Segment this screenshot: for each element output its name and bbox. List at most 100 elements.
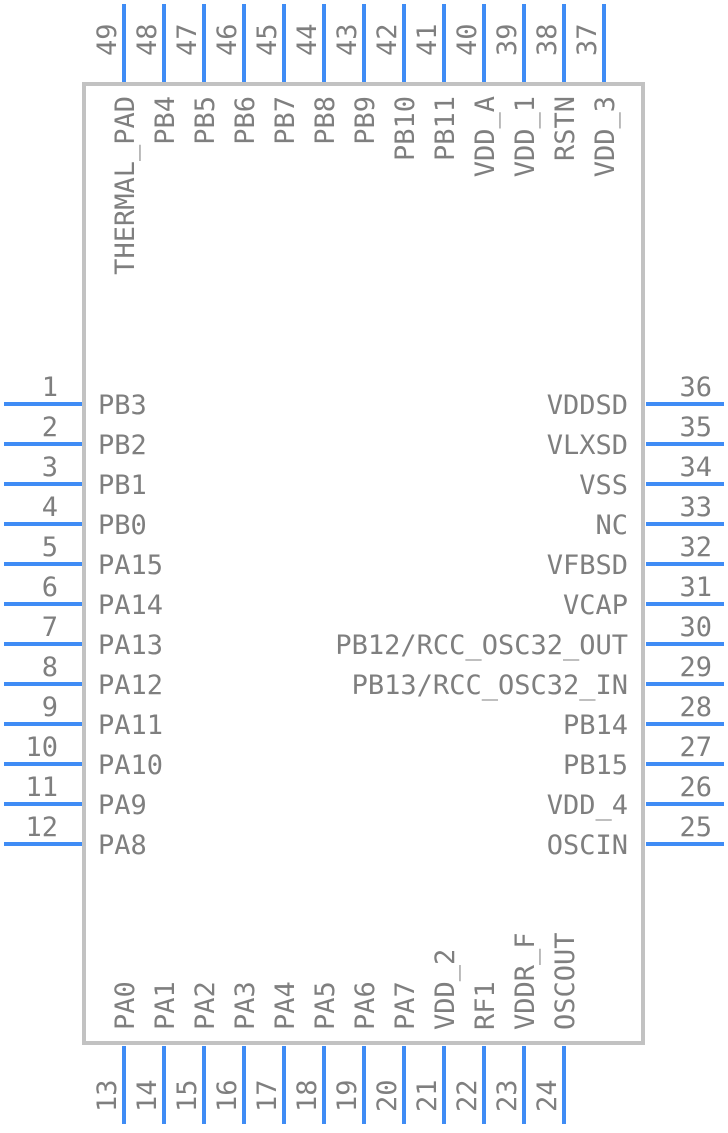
pin-label-pb9: PB9 xyxy=(350,96,381,145)
pin-label-vss: VSS xyxy=(579,470,628,501)
pin-label-pb14: PB14 xyxy=(563,710,628,741)
pin-number-34: 34 xyxy=(679,452,712,483)
pin-number-9: 9 xyxy=(42,692,58,723)
pin-label-pa10: PA10 xyxy=(98,750,163,781)
pin-label-pa15: PA15 xyxy=(98,550,163,581)
pin-number-21: 21 xyxy=(412,1079,443,1112)
pin-number-24: 24 xyxy=(532,1079,563,1112)
pin-label-pa12: PA12 xyxy=(98,670,163,701)
pin-number-28: 28 xyxy=(679,692,712,723)
pin-label-pa3: PA3 xyxy=(230,981,261,1030)
pin-number-31: 31 xyxy=(679,572,712,603)
pin-number-16: 16 xyxy=(212,1079,243,1112)
pin-number-17: 17 xyxy=(252,1079,283,1112)
pin-label-vcap: VCAP xyxy=(563,590,628,621)
pin-label-rf1: RF1 xyxy=(470,981,501,1030)
pin-label-pb3: PB3 xyxy=(98,390,147,421)
pin-number-29: 29 xyxy=(679,652,712,683)
pin-number-19: 19 xyxy=(332,1079,363,1112)
pin-number-44: 44 xyxy=(292,23,323,56)
pin-number-6: 6 xyxy=(42,572,58,603)
pin-number-35: 35 xyxy=(679,412,712,443)
pin-label-pb1: PB1 xyxy=(98,470,147,501)
pin-number-10: 10 xyxy=(25,732,58,763)
pin-label-rstn: RSTN xyxy=(550,96,581,161)
pin-number-7: 7 xyxy=(42,612,58,643)
pin-label-oscin: OSCIN xyxy=(547,830,628,861)
pin-number-8: 8 xyxy=(42,652,58,683)
pin-label-pb11: PB11 xyxy=(430,96,461,161)
pin-label-pa0: PA0 xyxy=(110,981,141,1030)
pin-label-pa14: PA14 xyxy=(98,590,163,621)
pin-number-43: 43 xyxy=(332,23,363,56)
pin-number-38: 38 xyxy=(532,23,563,56)
pin-label-pa5: PA5 xyxy=(310,981,341,1030)
pin-number-13: 13 xyxy=(92,1079,123,1112)
pin-label-pa6: PA6 xyxy=(350,981,381,1030)
pin-label-pb6: PB6 xyxy=(230,96,261,145)
pin-number-2: 2 xyxy=(42,412,58,443)
pin-label-nc: NC xyxy=(595,510,628,541)
pin-label-vdd-4: VDD_4 xyxy=(547,790,628,821)
pin-label-pa4: PA4 xyxy=(270,981,301,1030)
pin-number-1: 1 xyxy=(42,372,58,403)
pin-label-pa13: PA13 xyxy=(98,630,163,661)
pin-label-pb2: PB2 xyxy=(98,430,147,461)
pin-label-pa2: PA2 xyxy=(190,981,221,1030)
pin-label-pa11: PA11 xyxy=(98,710,163,741)
pin-label-pb7: PB7 xyxy=(270,96,301,145)
pin-label-vdd-a: VDD_A xyxy=(470,96,501,177)
pin-label-pa9: PA9 xyxy=(98,790,147,821)
pin-label-vfbsd: VFBSD xyxy=(547,550,628,581)
pin-number-30: 30 xyxy=(679,612,712,643)
pin-label-pb5: PB5 xyxy=(190,96,221,145)
pin-number-11: 11 xyxy=(25,772,58,803)
pin-label-pb13-rcc-osc32-in: PB13/RCC_OSC32_IN xyxy=(352,670,628,701)
pin-number-25: 25 xyxy=(679,812,712,843)
pin-number-14: 14 xyxy=(132,1079,163,1112)
pin-number-5: 5 xyxy=(42,532,58,563)
pin-number-49: 49 xyxy=(92,23,123,56)
pin-number-15: 15 xyxy=(172,1079,203,1112)
pin-label-vdd-2: VDD_2 xyxy=(430,949,461,1030)
pin-label-pb15: PB15 xyxy=(563,750,628,781)
pin-label-vdd-1: VDD_1 xyxy=(510,96,541,177)
pin-label-pb4: PB4 xyxy=(150,96,181,145)
pin-number-32: 32 xyxy=(679,532,712,563)
pin-label-pa8: PA8 xyxy=(98,830,147,861)
pin-label-pb0: PB0 xyxy=(98,510,147,541)
pin-label-pb10: PB10 xyxy=(390,96,421,161)
pin-label-pb8: PB8 xyxy=(310,96,341,145)
pin-label-oscout: OSCOUT xyxy=(550,932,581,1030)
pin-number-47: 47 xyxy=(172,23,203,56)
pin-number-3: 3 xyxy=(42,452,58,483)
pin-number-26: 26 xyxy=(679,772,712,803)
pin-number-20: 20 xyxy=(372,1079,403,1112)
pin-number-4: 4 xyxy=(42,492,58,523)
pin-number-36: 36 xyxy=(679,372,712,403)
ic-body-outline xyxy=(82,82,645,1045)
pin-number-18: 18 xyxy=(292,1079,323,1112)
pin-number-27: 27 xyxy=(679,732,712,763)
pin-number-42: 42 xyxy=(372,23,403,56)
pin-label-pb12-rcc-osc32-out: PB12/RCC_OSC32_OUT xyxy=(335,630,628,661)
pin-number-22: 22 xyxy=(452,1079,483,1112)
pin-label-vddsd: VDDSD xyxy=(547,390,628,421)
pin-label-thermal-pad: THERMAL_PAD xyxy=(110,96,141,275)
pin-label-pa7: PA7 xyxy=(390,981,421,1030)
pin-number-48: 48 xyxy=(132,23,163,56)
pin-label-vddr-f: VDDR_F xyxy=(510,932,541,1030)
pin-label-pa1: PA1 xyxy=(150,981,181,1030)
pin-number-40: 40 xyxy=(452,23,483,56)
pin-label-vdd-3: VDD_3 xyxy=(590,96,621,177)
pin-number-37: 37 xyxy=(572,23,603,56)
pin-number-39: 39 xyxy=(492,23,523,56)
pin-number-41: 41 xyxy=(412,23,443,56)
pin-number-33: 33 xyxy=(679,492,712,523)
pin-number-46: 46 xyxy=(212,23,243,56)
pin-number-23: 23 xyxy=(492,1079,523,1112)
pin-label-vlxsd: VLXSD xyxy=(547,430,628,461)
pin-number-12: 12 xyxy=(25,812,58,843)
pin-group: 1PB32PB23PB14PB05PA156PA147PA138PA129PA1… xyxy=(4,4,724,1124)
